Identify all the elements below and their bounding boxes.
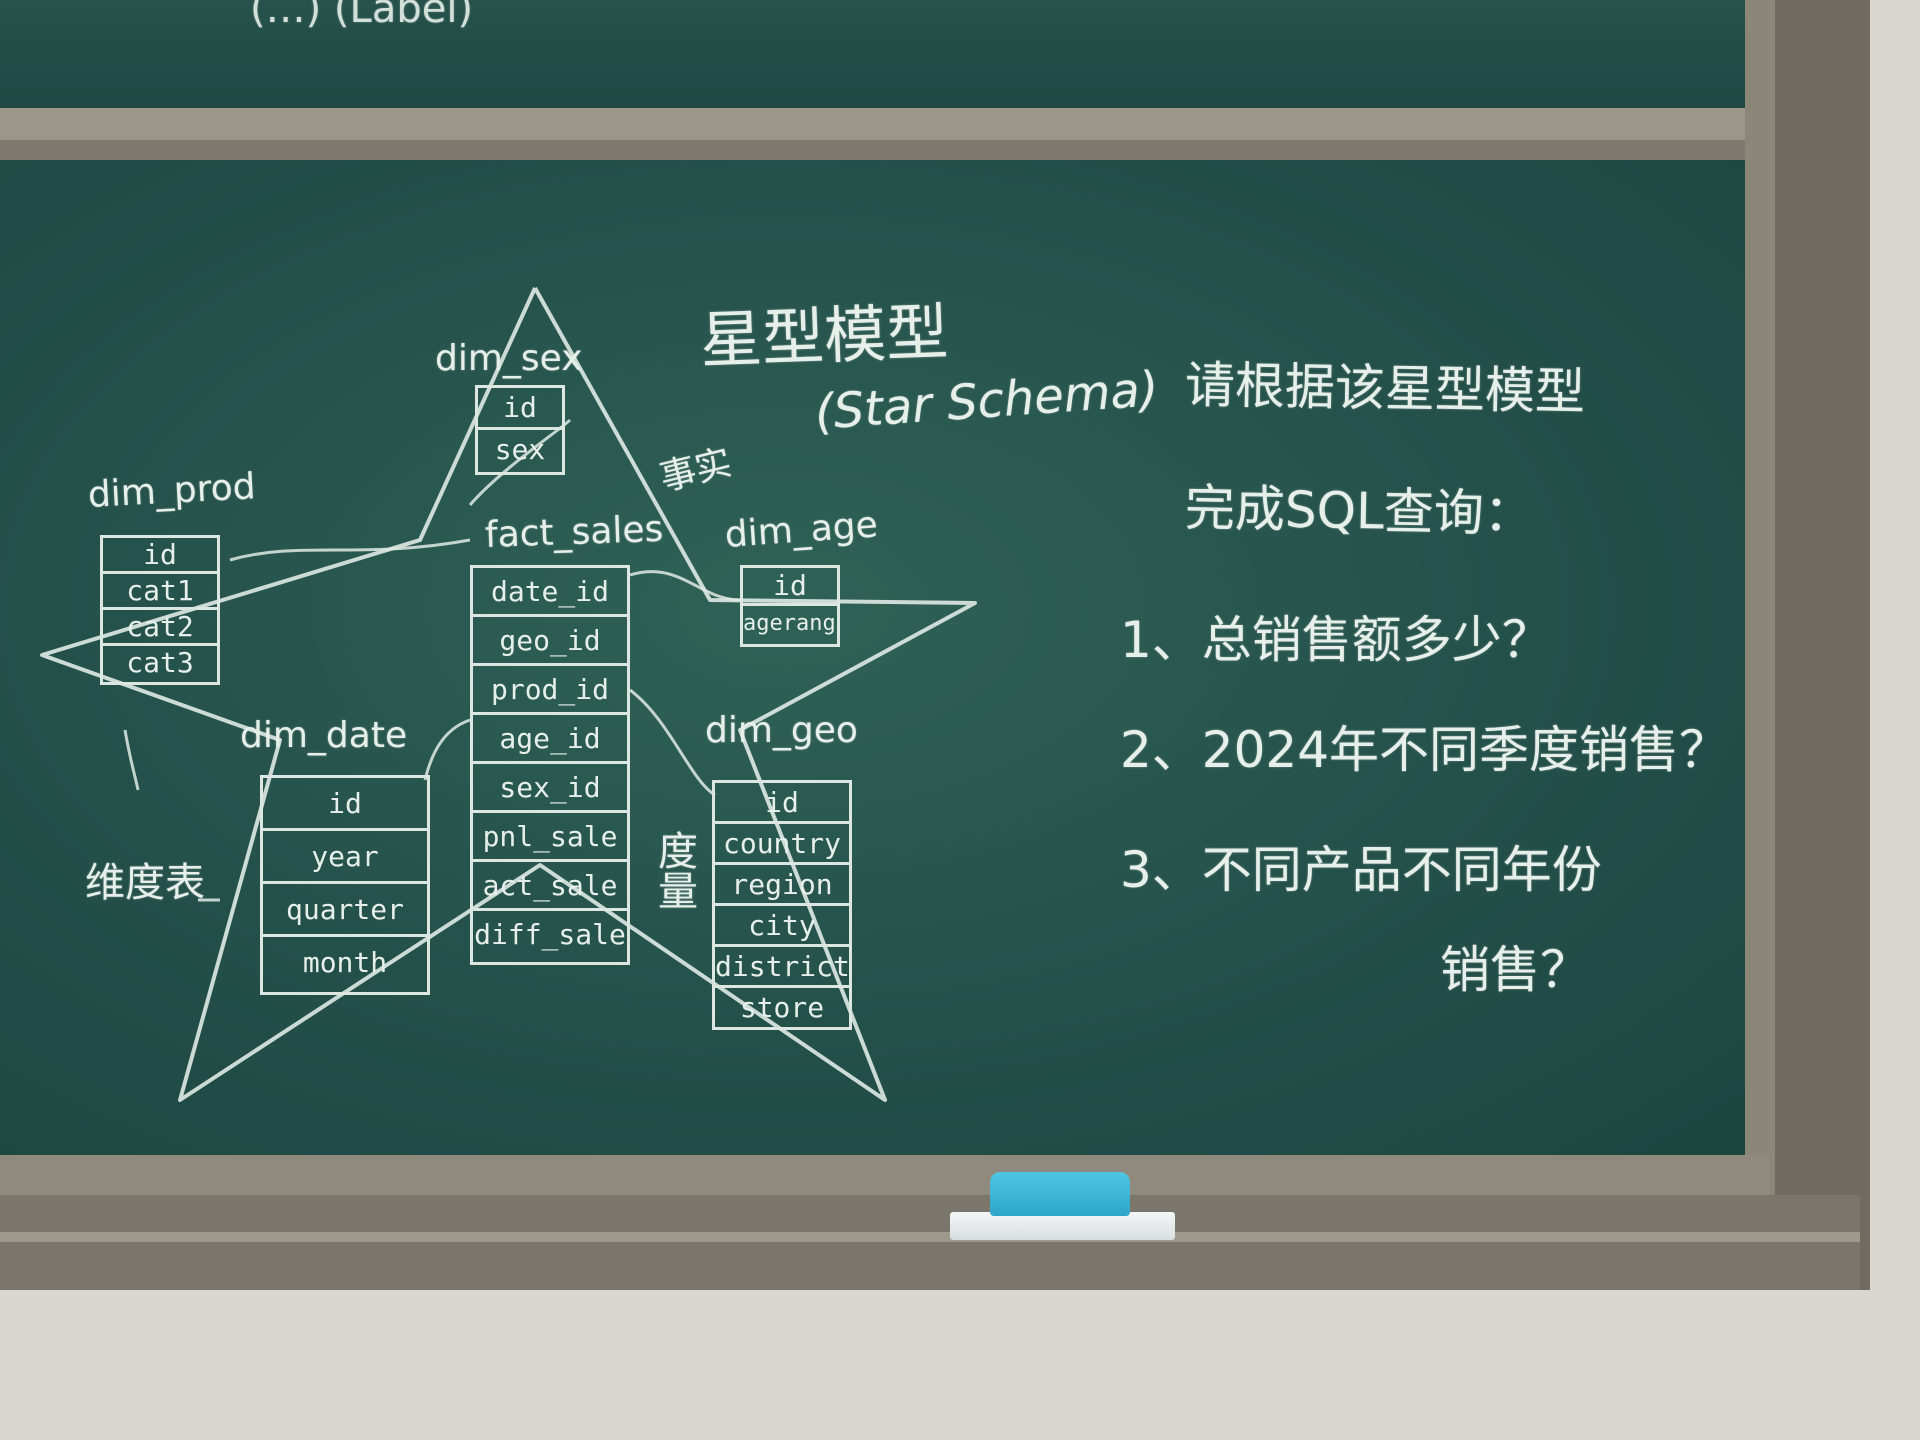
bottom-frame (0, 1195, 1860, 1290)
note-metric: 度量 (651, 830, 697, 910)
table-fact-sales: date_id geo_id prod_id age_id sex_id pnl… (470, 565, 630, 965)
table-name-fact-sales: fact_sales (484, 508, 664, 556)
table-dim-geo: id country region city district store (712, 780, 852, 1030)
field-cell: sex (494, 433, 546, 466)
field-cell: age_id (473, 715, 627, 764)
line-fact-to-date (423, 718, 471, 781)
field-cell: cat1 (103, 574, 217, 610)
table-dim-age: id agerange (740, 565, 840, 647)
star-outline (40, 287, 977, 1102)
field-cell: act_sale (473, 862, 627, 911)
field-cell: year (263, 831, 427, 884)
prompt-line-2: 完成SQL查询： (1184, 479, 1535, 544)
field-cell: month (302, 946, 388, 979)
field-cell: country (715, 824, 849, 865)
field-cell: sex_id (473, 764, 627, 813)
bottom-frame-highlight (0, 1232, 1860, 1242)
field-cell: region (715, 865, 849, 906)
field-cell: id (103, 538, 217, 574)
top-rail (0, 108, 1760, 146)
field-cell: id (743, 568, 837, 606)
table-dim-prod: id cat1 cat2 cat3 (100, 535, 220, 685)
question-3: 3、不同产品不同年份 (1120, 841, 1602, 899)
top-rail-shadow (0, 140, 1760, 160)
field-cell: pnl_sale (473, 813, 627, 862)
field-cell: store (739, 991, 825, 1024)
upper-board-text: (…) (Label) (250, 0, 474, 32)
question-2: 2、2024年不同季度销售？ (1120, 721, 1730, 779)
tick-line (123, 729, 140, 791)
field-cell: quarter (263, 884, 427, 937)
field-cell: id (263, 778, 427, 831)
field-cell: district (715, 947, 849, 988)
page-title: 星型模型 (698, 295, 950, 377)
question-1: 1、总销售额多少？ (1120, 611, 1552, 669)
eraser (990, 1172, 1130, 1216)
right-frame-inner (1745, 0, 1775, 1290)
field-cell: city (715, 906, 849, 947)
upper-chalkboard: (…) (Label) (0, 0, 1760, 108)
table-dim-sex: id sex (475, 385, 565, 475)
line-fact-to-age (629, 570, 741, 602)
table-name-dim-geo: dim_geo (705, 710, 858, 751)
eraser-base (950, 1212, 1175, 1240)
table-name-dim-prod: dim_prod (86, 466, 257, 516)
question-3-continued: 销售？ (1440, 941, 1590, 999)
line-fact-to-prod (229, 538, 471, 562)
field-cell: geo_id (473, 617, 627, 666)
right-frame-outer (1775, 0, 1870, 1290)
note-dimension-table: 维度表 (85, 860, 205, 906)
prompt-line-1: 请根据该星型模型 (1184, 356, 1586, 421)
table-dim-date: id year quarter month (260, 775, 430, 995)
table-name-dim-sex: dim_sex (435, 338, 583, 379)
table-name-dim-date: dim_date (240, 715, 408, 756)
field-cell: date_id (473, 568, 627, 617)
field-cell: prod_id (473, 666, 627, 715)
field-cell: agerange (743, 611, 837, 636)
field-cell: id (715, 783, 849, 824)
field-cell: cat2 (103, 610, 217, 646)
field-cell: id (478, 388, 562, 430)
chalk-tray (0, 1155, 1770, 1195)
field-cell: diff_sale (474, 918, 626, 951)
field-cell: cat3 (126, 646, 194, 679)
line-fact-to-geo (629, 688, 716, 797)
